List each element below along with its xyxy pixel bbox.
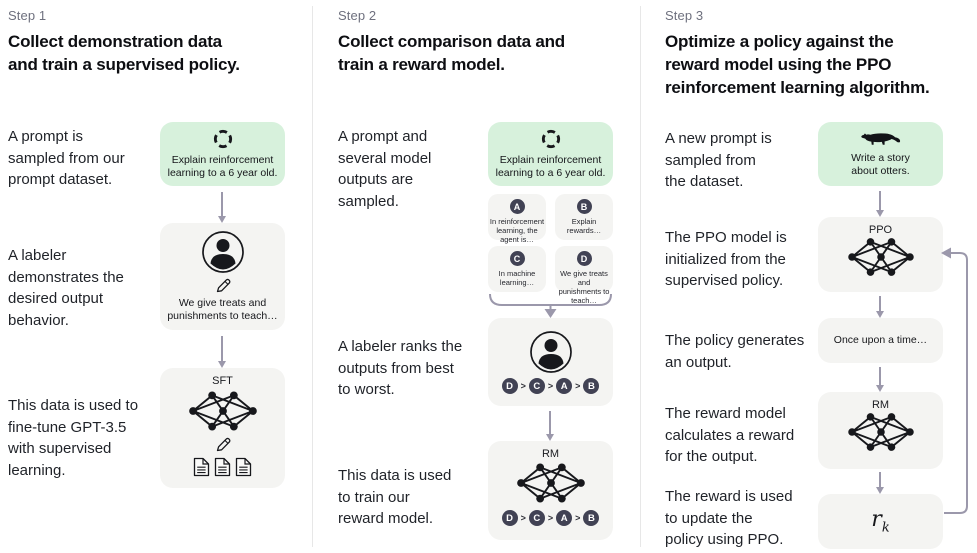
rank-separator: > <box>547 513 554 523</box>
step1-caption-sft: This data is used to fine-tune GPT-3.5 w… <box>8 397 139 479</box>
rank-badge: A <box>556 378 573 394</box>
arrow-down-icon <box>546 411 554 441</box>
rank-separator: > <box>520 381 526 391</box>
document-icon <box>193 457 210 477</box>
rm-model-label: RM <box>541 448 560 460</box>
column-divider-1 <box>312 6 313 547</box>
step1-title: Collect demonstration data and train a s… <box>8 32 240 74</box>
rank-separator: > <box>520 513 526 523</box>
step2-rm-box: RM D > C > A > B <box>488 441 613 540</box>
reward-value: rk <box>871 507 890 536</box>
output-badge-d: D <box>576 251 592 266</box>
column-divider-2 <box>640 6 641 547</box>
step3-output-text: Once upon a time… <box>833 333 928 346</box>
neural-network-icon <box>846 412 915 452</box>
neural-network-icon <box>187 390 258 432</box>
step3-caption-reward: The reward is used to update the policy … <box>665 488 793 548</box>
neural-network-icon <box>846 237 915 277</box>
step3-rm-box: RM <box>818 392 943 469</box>
rank-separator: > <box>575 381 581 391</box>
step3-caption-output: The policy generates an output. <box>665 332 805 371</box>
document-icon <box>214 457 231 477</box>
output-badge-c: C <box>509 251 525 266</box>
rm-model-label: RM <box>871 399 890 411</box>
labeler-person-icon <box>529 331 572 373</box>
document-icon <box>235 457 252 477</box>
step1-sft-box: SFT <box>160 368 285 488</box>
step1-demonstration-text: We give treats and punishments to teach… <box>167 296 278 323</box>
rank-badge: A <box>556 510 573 526</box>
arrow-down-icon <box>876 191 884 217</box>
step3-reward-box: rk <box>818 494 943 549</box>
step2-prompt-box: Explain reinforcement learning to a 6 ye… <box>488 122 613 186</box>
step3-caption-rm: The reward model calculates a reward for… <box>665 405 795 465</box>
output-text-a: In reinforcement learning, the agent is… <box>489 217 545 244</box>
step3-caption-ppo: The PPO model is initialized from the su… <box>665 229 787 289</box>
output-badge-a: A <box>509 199 525 214</box>
pencil-icon <box>216 437 230 452</box>
merge-brace-arrow-icon <box>489 294 612 318</box>
step3-output-box: Once upon a time… <box>818 318 943 363</box>
step2-label: Step 2 <box>338 8 377 23</box>
output-badge-b: B <box>576 199 592 214</box>
sample-prompt-icon <box>539 127 562 150</box>
ranking-row: D > C > A > B <box>501 378 600 394</box>
documents-icon <box>193 457 252 477</box>
step1-label: Step 1 <box>8 8 47 23</box>
rank-separator: > <box>575 513 581 523</box>
pencil-icon <box>216 278 230 292</box>
labeler-person-icon <box>201 230 244 273</box>
ranking-row: D > C > A > B <box>501 510 600 526</box>
step2-caption-rank: A labeler ranks the outputs from best to… <box>338 338 463 398</box>
neural-network-icon <box>515 462 586 504</box>
output-box-a: A In reinforcement learning, the agent i… <box>488 194 546 244</box>
rank-badge: D <box>501 378 518 394</box>
output-box-c: C In machine learning… <box>488 246 546 292</box>
step3-label: Step 3 <box>665 8 704 23</box>
step2-rank-box: D > C > A > B <box>488 318 613 406</box>
rank-badge: B <box>583 378 600 394</box>
rank-badge: B <box>583 510 600 526</box>
step2-prompt-text: Explain reinforcement learning to a 6 ye… <box>495 153 606 180</box>
step1-caption-labeler: A labeler demonstrates the desired outpu… <box>8 247 124 329</box>
step3-prompt-box: Write a story about otters. <box>818 122 943 186</box>
rank-badge: D <box>501 510 518 526</box>
output-text-b: Explain rewards… <box>566 217 602 235</box>
step3-title: Optimize a policy against the reward mod… <box>665 32 930 97</box>
step1-prompt-text: Explain reinforcement learning to a 6 ye… <box>167 153 278 180</box>
arrow-down-icon <box>876 296 884 318</box>
step2-title: Collect comparison data and train a rewa… <box>338 32 565 74</box>
feedback-loop-arrow-icon <box>941 247 968 514</box>
arrow-down-icon <box>876 472 884 494</box>
step2-caption-rm: This data is used to train our reward mo… <box>338 467 452 527</box>
step2-caption-prompt: A prompt and several model outputs are s… <box>338 128 432 210</box>
output-text-c: In machine learning… <box>498 269 536 287</box>
rank-badge: C <box>528 378 545 394</box>
rank-separator: > <box>547 381 554 391</box>
rank-badge: C <box>528 510 545 526</box>
sft-model-label: SFT <box>212 375 233 387</box>
step1-caption-prompt: A prompt is sampled from our prompt data… <box>8 128 125 188</box>
step3-prompt-text: Write a story about otters. <box>851 151 910 178</box>
step1-prompt-box: Explain reinforcement learning to a 6 ye… <box>160 122 285 186</box>
arrow-down-icon <box>218 336 226 368</box>
output-box-b: B Explain rewards… <box>555 194 613 240</box>
sample-prompt-icon <box>211 127 234 150</box>
arrow-down-icon <box>876 367 884 392</box>
otter-icon <box>860 132 900 145</box>
ppo-model-label: PPO <box>868 224 893 236</box>
step1-labeler-box: We give treats and punishments to teach… <box>160 223 285 330</box>
step3-ppo-box: PPO <box>818 217 943 292</box>
output-box-d: D We give treats and punishments to teac… <box>555 246 613 305</box>
arrow-down-icon <box>218 192 226 223</box>
output-text-d: We give treats and punishments to teach… <box>558 269 610 305</box>
step3-caption-prompt: A new prompt is sampled from the dataset… <box>665 130 772 190</box>
